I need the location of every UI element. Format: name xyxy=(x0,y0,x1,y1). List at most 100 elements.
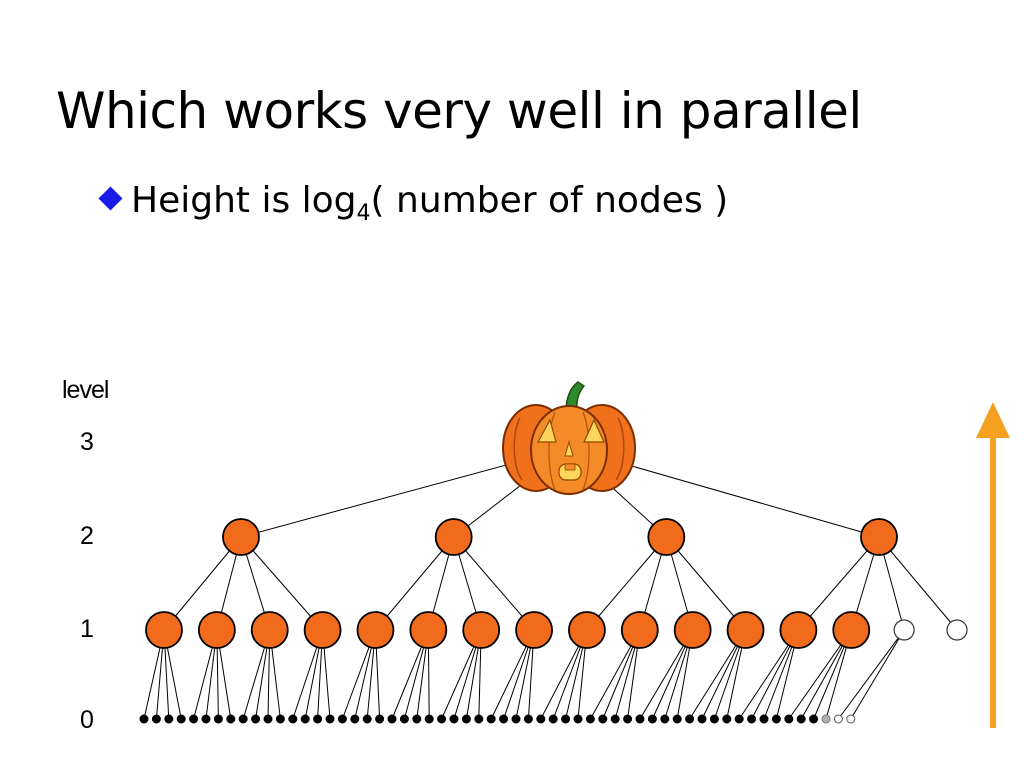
level-1-node-6 xyxy=(462,611,501,649)
level-2-nodes xyxy=(222,518,898,556)
root-node xyxy=(502,381,636,495)
leaf-node-11 xyxy=(275,714,285,724)
leaf-node-49 xyxy=(747,714,757,724)
leaf-node-21 xyxy=(399,714,409,724)
leaf-node-52 xyxy=(784,714,794,724)
level-label-3: 3 xyxy=(80,428,94,456)
level-1-node-4 xyxy=(356,611,395,649)
level-1-node-8 xyxy=(568,611,606,649)
leaf-node-42 xyxy=(660,714,670,724)
leaf-node-56 xyxy=(833,714,843,724)
leaf-node-51 xyxy=(771,714,781,724)
leaf-node-38 xyxy=(610,714,620,724)
level-1-node-2 xyxy=(250,611,289,649)
level-1-empty-node-15 xyxy=(946,619,968,641)
leaf-node-35 xyxy=(573,714,583,724)
leaf-node-53 xyxy=(796,714,806,724)
level-1-node-7 xyxy=(515,611,553,649)
bullet-text-prefix: Height is log xyxy=(131,180,357,221)
leaf-node-37 xyxy=(598,714,608,724)
leaf-node-14 xyxy=(313,714,323,724)
level-0-leaves xyxy=(139,714,856,724)
leaf-node-33 xyxy=(548,714,558,724)
edge-l2-l1-8 xyxy=(586,536,667,631)
leaf-node-1 xyxy=(151,714,161,724)
level-2-node-3 xyxy=(860,518,898,556)
leaf-node-5 xyxy=(201,714,211,724)
leaf-node-0 xyxy=(139,714,149,724)
leaf-node-28 xyxy=(486,714,496,724)
level-1-node-0 xyxy=(145,611,183,649)
slide-title: Which works very well in parallel xyxy=(56,82,862,140)
leaf-node-54 xyxy=(809,714,819,724)
leaf-node-34 xyxy=(561,714,571,724)
jack-o-lantern-icon xyxy=(502,381,636,495)
leaf-node-3 xyxy=(176,714,186,724)
level-2-node-2 xyxy=(647,518,686,556)
leaf-node-45 xyxy=(697,714,707,724)
leaf-node-18 xyxy=(362,714,372,724)
edge-l2-l1-11 xyxy=(665,536,746,631)
level-2-node-1 xyxy=(434,518,473,556)
bullet-subscript: 4 xyxy=(356,201,371,227)
level-1-node-11 xyxy=(726,611,765,649)
leaf-node-20 xyxy=(387,714,397,724)
edge-l2-l1-3 xyxy=(240,536,323,631)
edge-l2-l1-4 xyxy=(375,536,455,631)
edge-l2-l1-12 xyxy=(798,536,880,631)
leaf-node-22 xyxy=(412,714,422,724)
edge-l2-l1-7 xyxy=(453,536,535,631)
level-1-node-1 xyxy=(197,611,236,649)
leaf-node-30 xyxy=(511,714,521,724)
leaf-node-46 xyxy=(709,714,719,724)
level-heading: level xyxy=(62,376,109,404)
leaf-node-16 xyxy=(337,714,347,724)
leaf-node-27 xyxy=(474,714,484,724)
edge-l2-l1-0 xyxy=(163,536,242,631)
leaf-node-23 xyxy=(424,714,434,724)
leaf-node-55 xyxy=(821,714,831,724)
leaf-node-12 xyxy=(288,714,298,724)
leaf-node-24 xyxy=(437,714,447,724)
leaf-node-32 xyxy=(536,714,546,724)
leaf-node-29 xyxy=(499,714,509,724)
leaf-node-36 xyxy=(585,714,595,724)
leaf-node-44 xyxy=(685,714,695,724)
leaf-node-39 xyxy=(623,714,633,724)
level-1-node-3 xyxy=(303,611,342,649)
leaf-node-50 xyxy=(759,714,769,724)
level-label-2: 2 xyxy=(80,522,94,550)
level-1-node-12 xyxy=(779,611,818,649)
level-1-node-5 xyxy=(409,611,448,649)
edge-l2-l1-15 xyxy=(878,536,958,631)
leaf-node-47 xyxy=(722,714,732,724)
level-label-0: 0 xyxy=(80,706,94,734)
leaf-node-40 xyxy=(635,714,645,724)
leaf-node-31 xyxy=(523,714,533,724)
edge-l1-l0-57 xyxy=(850,629,905,720)
leaf-node-41 xyxy=(647,714,657,724)
leaf-node-4 xyxy=(189,714,199,724)
level-1-node-10 xyxy=(673,611,712,649)
leaf-node-43 xyxy=(672,714,682,724)
leaf-node-26 xyxy=(461,714,471,724)
leaf-node-19 xyxy=(375,714,385,724)
level-1-nodes xyxy=(145,611,968,649)
bullet-text-suffix: ( number of nodes ) xyxy=(370,180,729,221)
leaf-node-8 xyxy=(238,714,248,724)
level-1-node-13 xyxy=(832,611,871,649)
level-1-node-9 xyxy=(620,611,659,649)
leaf-node-57 xyxy=(846,714,856,724)
leaf-node-7 xyxy=(226,714,236,724)
leaf-node-15 xyxy=(325,714,335,724)
level-2-node-0 xyxy=(222,518,260,556)
leaf-node-10 xyxy=(263,714,273,724)
leaf-node-9 xyxy=(251,714,261,724)
bullet-point: Height is log4( number of nodes ) xyxy=(98,180,729,227)
leaf-node-6 xyxy=(213,714,223,724)
leaf-node-25 xyxy=(449,714,459,724)
level-1-empty-node-14 xyxy=(893,619,915,641)
leaf-node-48 xyxy=(734,714,744,724)
up-arrow-icon xyxy=(976,402,1010,728)
